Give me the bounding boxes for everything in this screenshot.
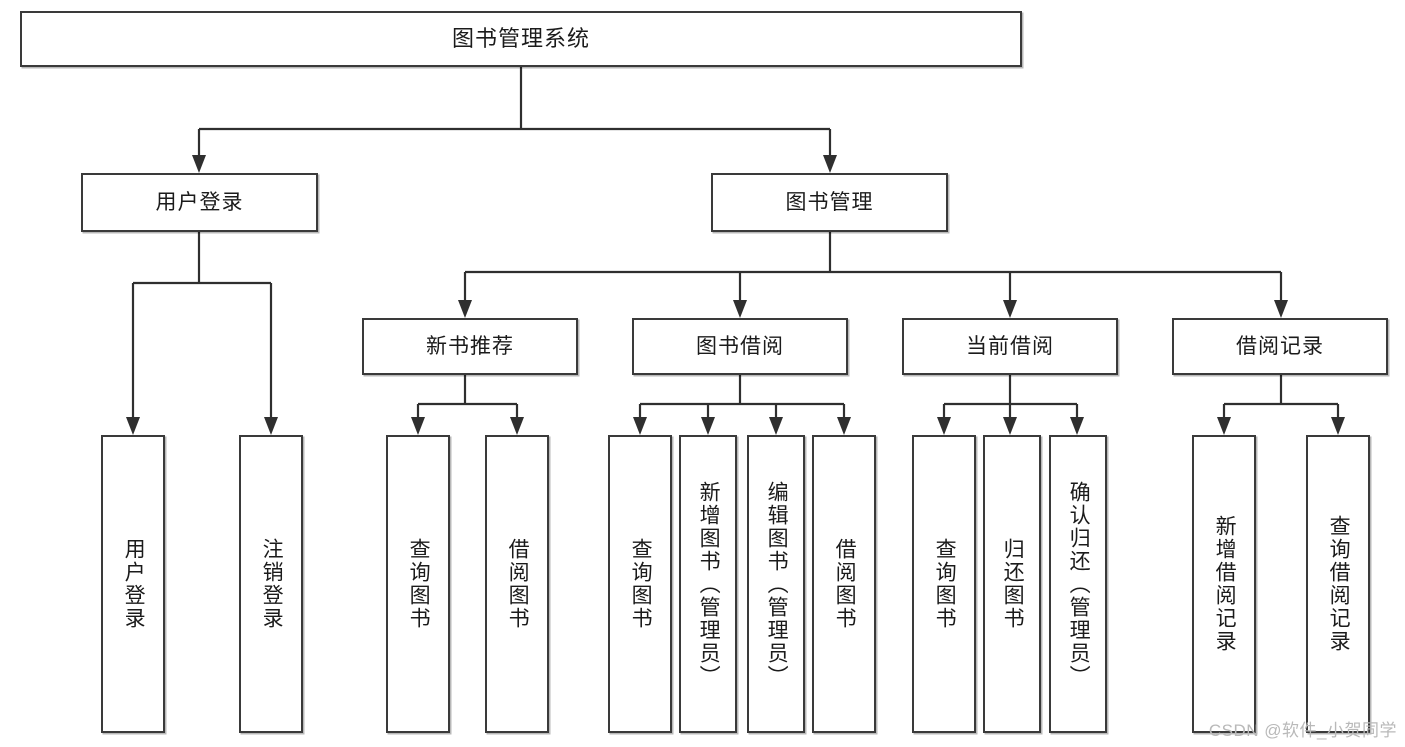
node-label: 查询图书 xyxy=(629,538,653,630)
node-root-system[interactable]: 图书管理系统 xyxy=(20,11,1022,67)
node-label: 归还图书 xyxy=(1001,538,1025,630)
node-label: 用户登录 xyxy=(122,538,146,630)
node-label: 新书推荐 xyxy=(426,334,514,358)
leaf-query-book-2[interactable]: 查询图书 xyxy=(608,435,672,733)
node-label: 注销登录 xyxy=(260,538,284,630)
node-book-borrow[interactable]: 图书借阅 xyxy=(632,318,848,375)
leaf-query-book-1[interactable]: 查询图书 xyxy=(386,435,450,733)
leaf-borrow-book-1[interactable]: 借阅图书 xyxy=(485,435,549,733)
node-label: 编辑图书（管理员） xyxy=(765,480,789,688)
node-label: 图书管理系统 xyxy=(451,25,590,51)
node-label: 用户登录 xyxy=(155,190,244,214)
node-book-manage[interactable]: 图书管理 xyxy=(711,173,948,232)
leaf-confirm-return[interactable]: 确认归还（管理员） xyxy=(1049,435,1107,733)
node-label: 查询借阅记录 xyxy=(1327,515,1351,653)
node-label: 新增图书（管理员） xyxy=(697,480,721,688)
node-borrow-record[interactable]: 借阅记录 xyxy=(1172,318,1388,375)
node-label: 借阅图书 xyxy=(833,538,857,630)
node-label: 确认归还（管理员） xyxy=(1067,480,1091,688)
leaf-add-record[interactable]: 新增借阅记录 xyxy=(1192,435,1256,733)
node-current-borrow[interactable]: 当前借阅 xyxy=(902,318,1118,375)
node-label: 借阅图书 xyxy=(506,538,530,630)
node-label: 查询图书 xyxy=(407,538,431,630)
node-label: 图书管理 xyxy=(785,190,874,214)
leaf-return-book[interactable]: 归还图书 xyxy=(983,435,1041,733)
leaf-edit-book[interactable]: 编辑图书（管理员） xyxy=(747,435,805,733)
leaf-user-logout[interactable]: 注销登录 xyxy=(239,435,303,733)
node-label: 借阅记录 xyxy=(1236,334,1324,358)
node-user-login[interactable]: 用户登录 xyxy=(81,173,318,232)
node-label: 图书借阅 xyxy=(696,334,784,358)
csdn-watermark: CSDN @软件_小贺同学 xyxy=(1208,721,1397,740)
leaf-query-record[interactable]: 查询借阅记录 xyxy=(1306,435,1370,733)
leaf-user-login[interactable]: 用户登录 xyxy=(101,435,165,733)
leaf-borrow-book-2[interactable]: 借阅图书 xyxy=(812,435,876,733)
node-label: 新增借阅记录 xyxy=(1213,515,1237,653)
node-label: 当前借阅 xyxy=(966,334,1054,358)
leaf-add-book[interactable]: 新增图书（管理员） xyxy=(679,435,737,733)
node-new-book-rec[interactable]: 新书推荐 xyxy=(362,318,578,375)
node-label: 查询图书 xyxy=(933,538,957,630)
leaf-query-book-3[interactable]: 查询图书 xyxy=(912,435,976,733)
